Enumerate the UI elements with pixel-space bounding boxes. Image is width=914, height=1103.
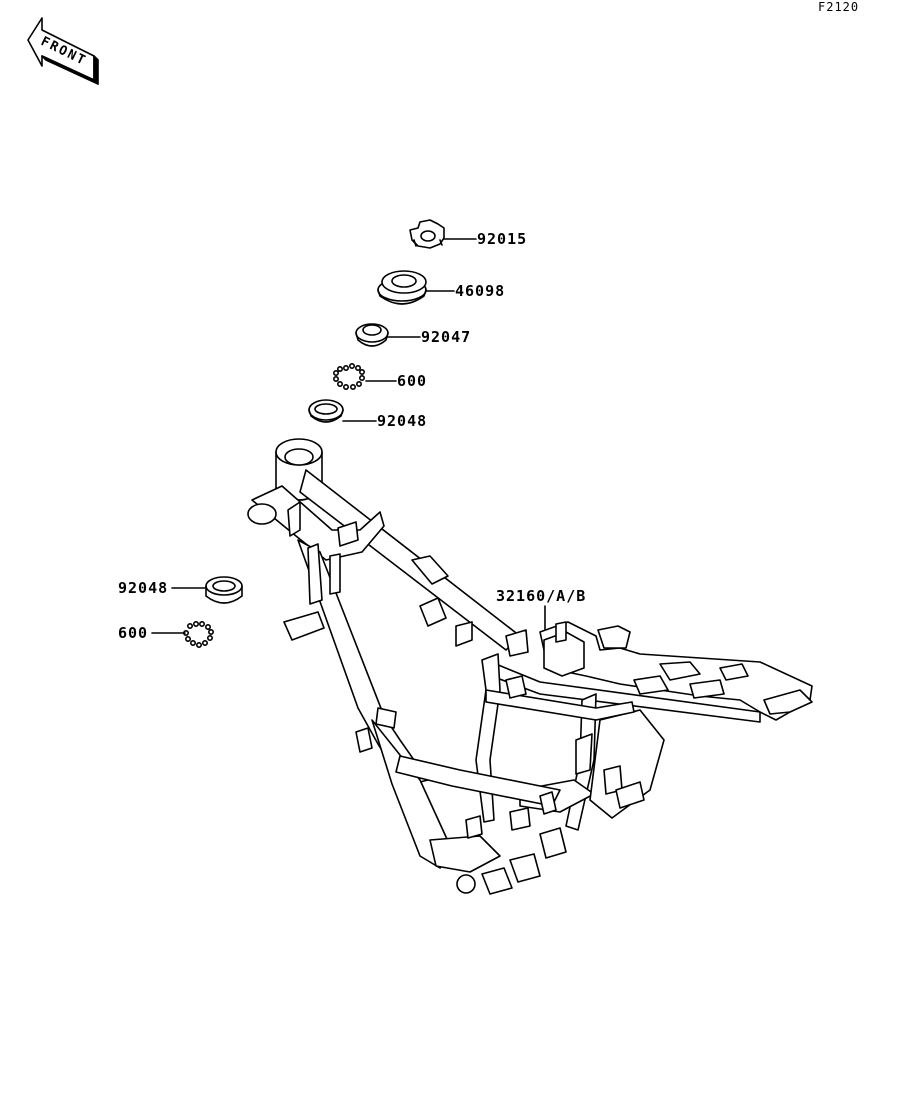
inner-race-92048-top (308, 399, 377, 423)
callout-92047: 92047 (421, 328, 472, 346)
callout-600-left: 600 (118, 624, 149, 642)
bearing-cap-46098 (377, 270, 455, 305)
frame-assembly (247, 438, 813, 895)
callout-92015: 92015 (477, 230, 528, 248)
outer-race-92047 (355, 323, 421, 347)
steel-balls-600-left (151, 620, 215, 648)
callout-600-top: 600 (397, 372, 428, 390)
stem-nut-92015 (409, 219, 477, 249)
front-arrow-icon: FRONT (27, 17, 99, 85)
callout-32160: 32160/A/B (496, 587, 587, 605)
inner-race-92048-left (171, 576, 243, 604)
steel-balls-600-top (332, 362, 397, 390)
callout-46098: 46098 (455, 282, 506, 300)
callout-92048-left: 92048 (118, 579, 169, 597)
callout-92048-top: 92048 (377, 412, 428, 430)
drawing-code: F2120 (818, 0, 860, 14)
